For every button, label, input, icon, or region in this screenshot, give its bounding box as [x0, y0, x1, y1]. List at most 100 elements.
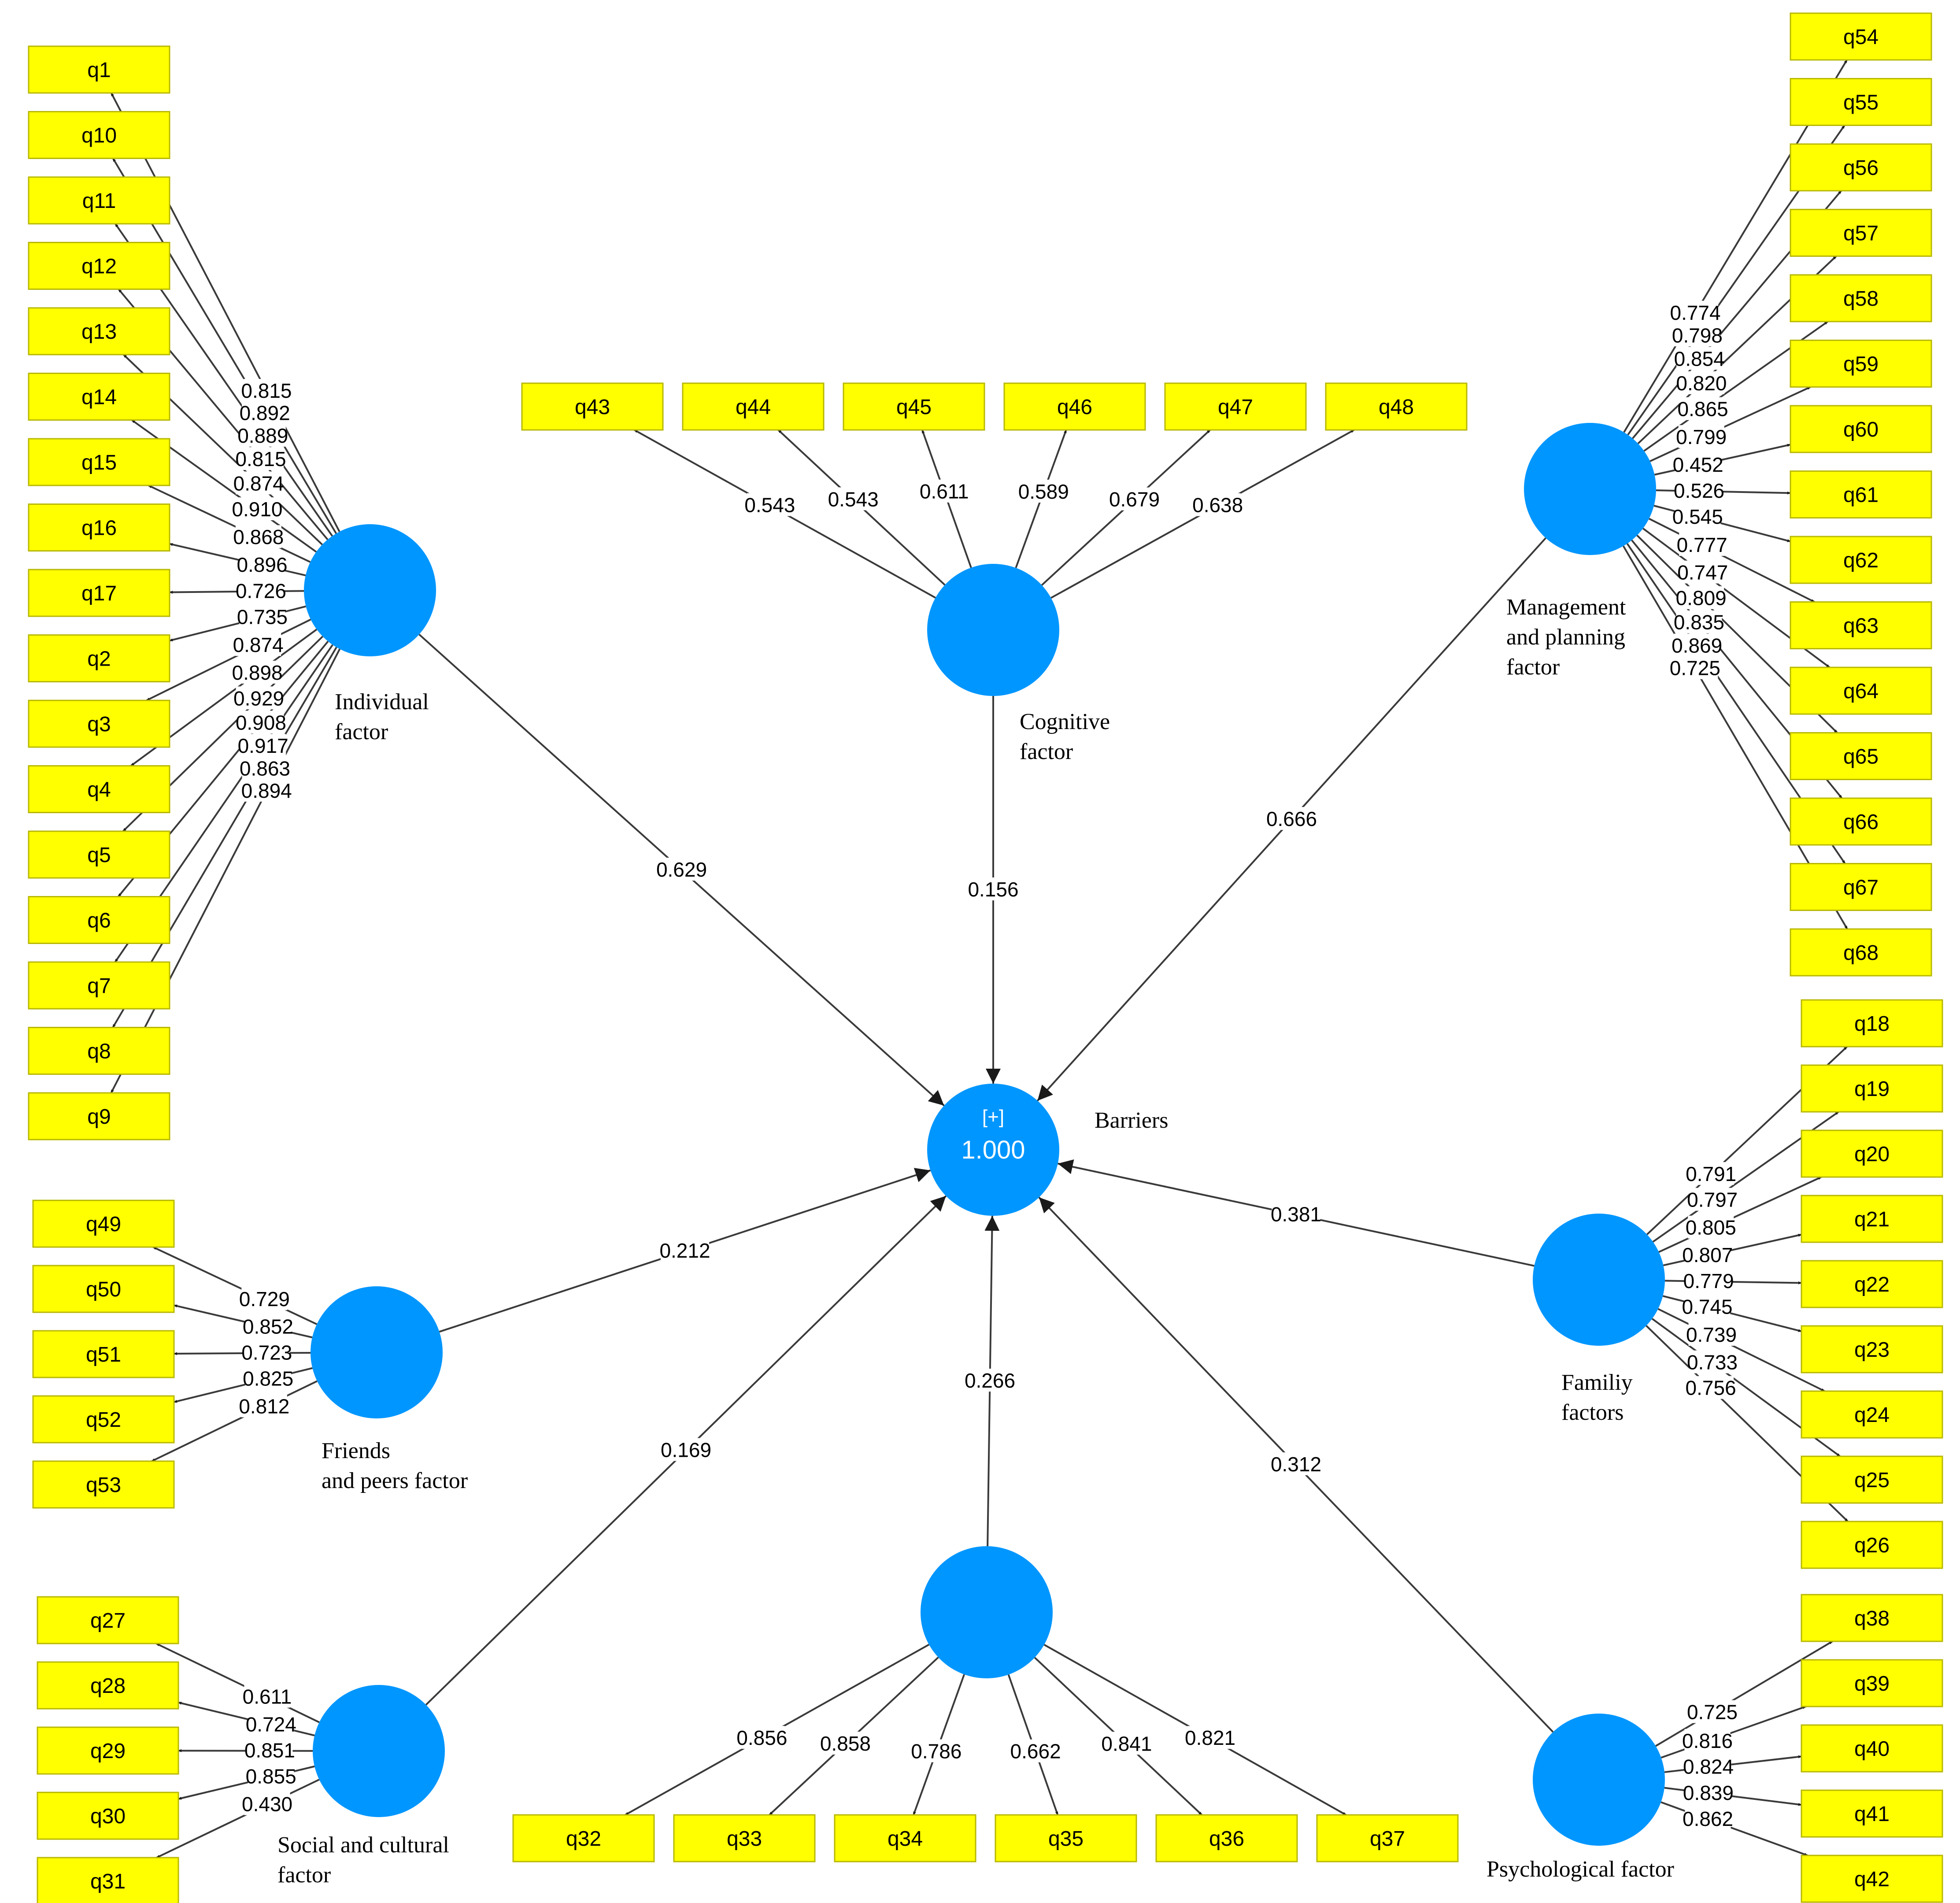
indicator-q52[interactable]: q52 — [32, 1395, 175, 1444]
indicator-q2[interactable]: q2 — [28, 634, 170, 682]
indicator-q23[interactable]: q23 — [1801, 1325, 1943, 1374]
latent-psychological[interactable] — [1533, 1714, 1665, 1846]
indicator-box-q66[interactable] — [1790, 797, 1932, 846]
indicator-box-q35[interactable] — [995, 1814, 1137, 1862]
indicator-q25[interactable]: q25 — [1801, 1455, 1943, 1504]
indicator-q13[interactable]: q13 — [28, 307, 170, 355]
indicator-box-q64[interactable] — [1790, 666, 1932, 715]
indicator-box-q55[interactable] — [1790, 78, 1932, 126]
indicator-box-q24[interactable] — [1801, 1390, 1943, 1439]
expand-toggle[interactable]: [+] — [982, 1106, 1004, 1128]
indicator-box-q22[interactable] — [1801, 1260, 1943, 1308]
indicator-q21[interactable]: q21 — [1801, 1195, 1943, 1243]
latent-management[interactable] — [1524, 423, 1656, 555]
indicator-box-q45[interactable] — [843, 382, 985, 431]
indicator-q26[interactable]: q26 — [1801, 1521, 1943, 1569]
indicator-q56[interactable]: q56 — [1790, 143, 1932, 192]
indicator-q47[interactable]: q47 — [1164, 382, 1307, 431]
indicator-box-q67[interactable] — [1790, 863, 1932, 911]
indicator-q5[interactable]: q5 — [28, 830, 170, 879]
indicator-q27[interactable]: q27 — [37, 1596, 179, 1644]
indicator-q20[interactable]: q20 — [1801, 1129, 1943, 1178]
indicator-q30[interactable]: q30 — [37, 1792, 179, 1840]
indicator-box-q12[interactable] — [28, 242, 170, 290]
indicator-q37[interactable]: q37 — [1316, 1814, 1459, 1862]
indicator-box-q47[interactable] — [1164, 382, 1307, 431]
indicator-box-q9[interactable] — [28, 1092, 170, 1140]
indicator-q53[interactable]: q53 — [32, 1460, 175, 1509]
indicator-q54[interactable]: q54 — [1790, 12, 1932, 61]
indicator-box-q37[interactable] — [1316, 1814, 1459, 1862]
indicator-box-q19[interactable] — [1801, 1064, 1943, 1113]
indicator-q42[interactable]: q42 — [1801, 1855, 1943, 1903]
indicator-q16[interactable]: q16 — [28, 504, 170, 552]
indicator-q48[interactable]: q48 — [1325, 382, 1468, 431]
indicator-box-q34[interactable] — [834, 1814, 976, 1862]
indicator-box-q16[interactable] — [28, 504, 170, 552]
indicator-box-q65[interactable] — [1790, 732, 1932, 780]
indicator-box-q49[interactable] — [32, 1200, 175, 1248]
indicator-q1[interactable]: q1 — [28, 45, 170, 94]
indicator-q34[interactable]: q34 — [834, 1814, 976, 1862]
latent-bottom[interactable] — [921, 1546, 1053, 1678]
indicator-q63[interactable]: q63 — [1790, 601, 1932, 649]
indicator-q33[interactable]: q33 — [673, 1814, 816, 1862]
indicator-box-q2[interactable] — [28, 634, 170, 682]
indicator-box-q44[interactable] — [682, 382, 825, 431]
indicator-q65[interactable]: q65 — [1790, 732, 1932, 780]
indicator-box-q58[interactable] — [1790, 274, 1932, 322]
indicator-q14[interactable]: q14 — [28, 373, 170, 421]
latent-cognitive[interactable] — [927, 564, 1059, 696]
indicator-box-q8[interactable] — [28, 1027, 170, 1075]
indicator-q67[interactable]: q67 — [1790, 863, 1932, 911]
indicator-q55[interactable]: q55 — [1790, 78, 1932, 126]
indicator-box-q27[interactable] — [37, 1596, 179, 1644]
indicator-box-q60[interactable] — [1790, 405, 1932, 453]
indicator-box-q41[interactable] — [1801, 1789, 1943, 1838]
indicator-q15[interactable]: q15 — [28, 438, 170, 486]
indicator-q68[interactable]: q68 — [1790, 928, 1932, 977]
indicator-box-q51[interactable] — [32, 1330, 175, 1378]
indicator-box-q33[interactable] — [673, 1814, 816, 1862]
indicator-q51[interactable]: q51 — [32, 1330, 175, 1378]
indicator-box-q25[interactable] — [1801, 1455, 1943, 1504]
indicator-box-q62[interactable] — [1790, 536, 1932, 584]
indicator-box-q5[interactable] — [28, 830, 170, 879]
indicator-q45[interactable]: q45 — [843, 382, 985, 431]
indicator-box-q42[interactable] — [1801, 1855, 1943, 1903]
indicator-box-q53[interactable] — [32, 1460, 175, 1509]
indicator-box-q17[interactable] — [28, 569, 170, 617]
indicator-box-q29[interactable] — [37, 1726, 179, 1775]
indicator-box-q10[interactable] — [28, 111, 170, 159]
indicator-q41[interactable]: q41 — [1801, 1789, 1943, 1838]
indicator-box-q40[interactable] — [1801, 1724, 1943, 1773]
indicator-q12[interactable]: q12 — [28, 242, 170, 290]
indicator-box-q6[interactable] — [28, 896, 170, 944]
indicator-box-q15[interactable] — [28, 438, 170, 486]
indicator-box-q11[interactable] — [28, 176, 170, 225]
indicator-q66[interactable]: q66 — [1790, 797, 1932, 846]
indicator-q28[interactable]: q28 — [37, 1661, 179, 1710]
indicator-q24[interactable]: q24 — [1801, 1390, 1943, 1439]
indicator-q22[interactable]: q22 — [1801, 1260, 1943, 1308]
indicator-q43[interactable]: q43 — [521, 382, 664, 431]
indicator-q46[interactable]: q46 — [1003, 382, 1146, 431]
indicator-box-q7[interactable] — [28, 961, 170, 1010]
indicator-box-q43[interactable] — [521, 382, 664, 431]
indicator-box-q46[interactable] — [1003, 382, 1146, 431]
indicator-q35[interactable]: q35 — [995, 1814, 1137, 1862]
indicator-q29[interactable]: q29 — [37, 1726, 179, 1775]
indicator-q44[interactable]: q44 — [682, 382, 825, 431]
indicator-box-q39[interactable] — [1801, 1659, 1943, 1707]
latent-barriers[interactable] — [927, 1084, 1059, 1216]
indicator-box-q63[interactable] — [1790, 601, 1932, 649]
indicator-box-q38[interactable] — [1801, 1594, 1943, 1642]
indicator-q8[interactable]: q8 — [28, 1027, 170, 1075]
latent-social[interactable] — [313, 1685, 445, 1817]
indicator-q3[interactable]: q3 — [28, 700, 170, 748]
indicator-q31[interactable]: q31 — [37, 1857, 179, 1903]
indicator-box-q13[interactable] — [28, 307, 170, 355]
indicator-q18[interactable]: q18 — [1801, 999, 1943, 1048]
indicator-q39[interactable]: q39 — [1801, 1659, 1943, 1707]
indicator-q32[interactable]: q32 — [512, 1814, 655, 1862]
